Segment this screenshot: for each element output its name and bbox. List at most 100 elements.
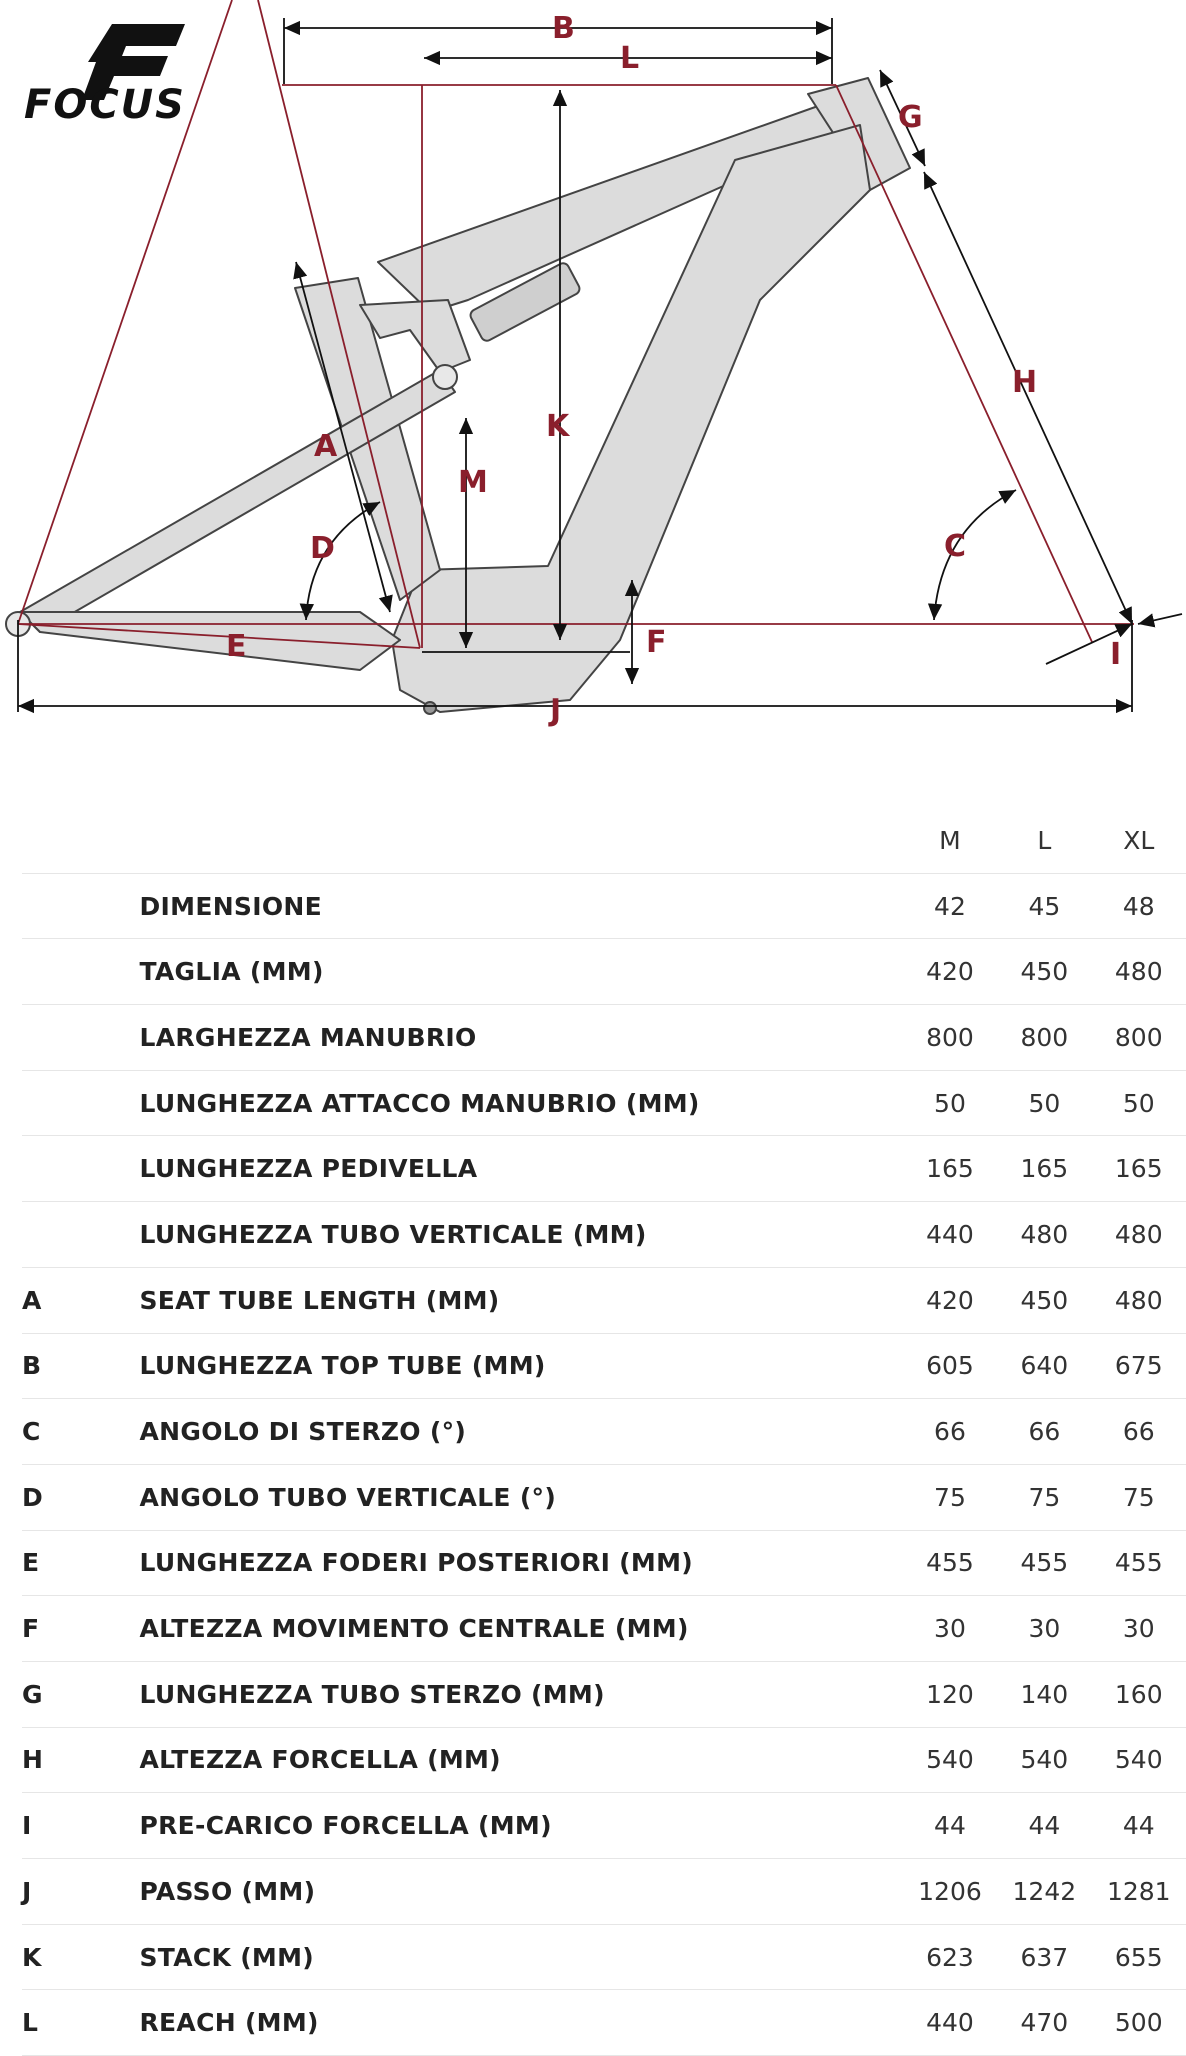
row-code bbox=[22, 938, 140, 1006]
dimension-letters: B L G H C I K M A D E F J bbox=[226, 11, 1121, 728]
size-header-row: M L XL bbox=[22, 808, 1186, 874]
row-value-xl: 500 bbox=[1091, 1989, 1186, 2056]
row-value-m: 540 bbox=[902, 1727, 998, 1794]
row-code bbox=[22, 1201, 140, 1268]
row-value-l: 1242 bbox=[997, 1858, 1092, 1925]
row-label: PASSO (MM) bbox=[139, 1858, 903, 1925]
dim-label-d: D bbox=[310, 531, 335, 566]
size-header-m: M bbox=[902, 808, 998, 874]
row-label: ALTEZZA MOVIMENTO CENTRALE (MM) bbox=[139, 1595, 903, 1662]
dim-label-g: G bbox=[898, 100, 923, 135]
row-label: LARGHEZZA MANUBRIO bbox=[139, 1004, 903, 1071]
header-label-spacer bbox=[139, 808, 903, 874]
dim-d-arc bbox=[299, 501, 381, 621]
size-header-l: L bbox=[997, 808, 1092, 874]
dim-label-e: E bbox=[226, 629, 247, 664]
row-value-l: 470 bbox=[997, 1989, 1092, 2056]
bb-bolt bbox=[423, 701, 437, 715]
dimension-arrows bbox=[17, 18, 1183, 714]
row-value-m: 440 bbox=[902, 1201, 998, 1268]
dim-label-c: C bbox=[944, 529, 966, 564]
row-code: G bbox=[22, 1661, 140, 1728]
row-code: F bbox=[22, 1595, 140, 1662]
row-value-xl: 66 bbox=[1091, 1398, 1186, 1465]
row-label: PRE-CARICO FORCELLA (MM) bbox=[139, 1792, 903, 1859]
row-value-m: 120 bbox=[902, 1661, 998, 1728]
row-value-m: 165 bbox=[902, 1135, 998, 1203]
row-value-m: 455 bbox=[902, 1530, 998, 1597]
row-label: STACK (MM) bbox=[139, 1924, 903, 1991]
row-value-xl: 1281 bbox=[1091, 1858, 1186, 1925]
row-value-xl: 160 bbox=[1091, 1661, 1186, 1728]
dim-h-arrow bbox=[923, 171, 1133, 625]
row-value-xl: 455 bbox=[1091, 1530, 1186, 1597]
row-value-xl: 480 bbox=[1091, 1267, 1186, 1334]
row-value-l: 450 bbox=[997, 1267, 1092, 1334]
row-value-l: 50 bbox=[997, 1070, 1092, 1137]
row-code: A bbox=[22, 1267, 140, 1334]
row-value-m: 66 bbox=[902, 1398, 998, 1465]
row-value-l: 637 bbox=[997, 1924, 1092, 1991]
row-code: H bbox=[22, 1727, 140, 1794]
focus-logo-text: FOCUS bbox=[24, 82, 186, 128]
row-value-m: 420 bbox=[902, 938, 998, 1006]
row-label: LUNGHEZZA ATTACCO MANUBRIO (MM) bbox=[139, 1070, 903, 1137]
size-header-xl: XL bbox=[1091, 808, 1186, 874]
row-code: L bbox=[22, 1989, 140, 2056]
dim-i-arrow-right bbox=[1137, 613, 1183, 628]
row-value-l: 140 bbox=[997, 1661, 1092, 1728]
rocker-pivot bbox=[432, 364, 458, 390]
row-value-xl: 655 bbox=[1091, 1924, 1186, 1991]
row-value-l: 44 bbox=[997, 1792, 1092, 1859]
row-value-l: 480 bbox=[997, 1201, 1092, 1268]
row-value-m: 44 bbox=[902, 1792, 998, 1859]
row-value-xl: 165 bbox=[1091, 1135, 1186, 1203]
row-label: ALTEZZA FORCELLA (MM) bbox=[139, 1727, 903, 1794]
bike-frame bbox=[5, 77, 911, 715]
row-label: REACH (MM) bbox=[139, 1989, 903, 2056]
row-value-m: 440 bbox=[902, 1989, 998, 2056]
dim-label-a: A bbox=[314, 429, 338, 464]
focus-logo: FOCUS bbox=[24, 24, 186, 128]
row-label: LUNGHEZZA TUBO STERZO (MM) bbox=[139, 1661, 903, 1728]
chain-stay bbox=[19, 611, 401, 671]
row-label: ANGOLO DI STERZO (°) bbox=[139, 1398, 903, 1465]
row-label: LUNGHEZZA TUBO VERTICALE (MM) bbox=[139, 1201, 903, 1268]
dim-i-arrow-left bbox=[1045, 623, 1133, 665]
row-value-l: 800 bbox=[997, 1004, 1092, 1071]
row-code bbox=[22, 1070, 140, 1137]
row-code bbox=[22, 1135, 140, 1203]
dim-label-l: L bbox=[620, 41, 639, 76]
row-value-xl: 675 bbox=[1091, 1333, 1186, 1400]
dim-label-j: J bbox=[548, 693, 561, 728]
row-code: C bbox=[22, 1398, 140, 1465]
row-label: LUNGHEZZA PEDIVELLA bbox=[139, 1135, 903, 1203]
row-value-l: 66 bbox=[997, 1398, 1092, 1465]
row-code: J bbox=[22, 1858, 140, 1925]
row-value-xl: 480 bbox=[1091, 938, 1186, 1006]
row-value-l: 45 bbox=[997, 873, 1092, 940]
chainstay-axis bbox=[17, 623, 421, 649]
row-value-m: 623 bbox=[902, 1924, 998, 1991]
row-value-l: 640 bbox=[997, 1333, 1092, 1400]
dim-c-arc bbox=[927, 489, 1017, 621]
row-value-xl: 44 bbox=[1091, 1792, 1186, 1859]
row-value-xl: 480 bbox=[1091, 1201, 1186, 1268]
row-code: E bbox=[22, 1530, 140, 1597]
dim-label-m: M bbox=[458, 465, 488, 500]
row-value-xl: 30 bbox=[1091, 1595, 1186, 1662]
dim-label-k: K bbox=[546, 409, 571, 444]
frame-diagram-svg: FOCUS bbox=[5, 0, 1183, 728]
row-value-m: 75 bbox=[902, 1464, 998, 1531]
row-code: I bbox=[22, 1792, 140, 1859]
row-value-xl: 50 bbox=[1091, 1070, 1186, 1137]
